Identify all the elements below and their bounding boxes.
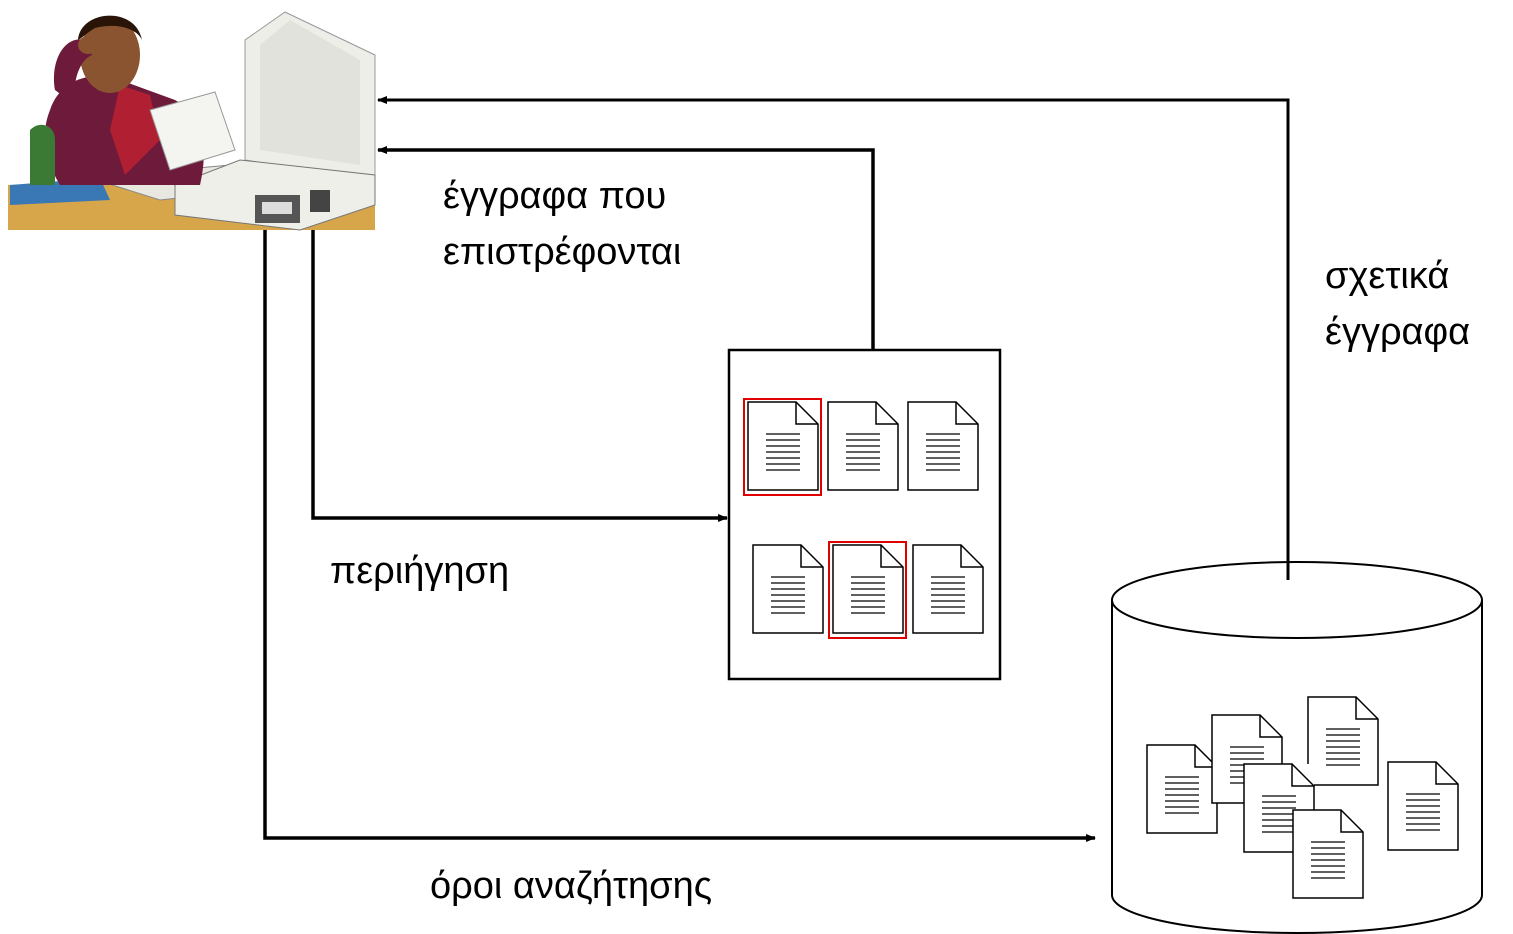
relevant-documents-arrow [377, 96, 1290, 580]
results-box [727, 348, 1002, 681]
highlight-box [743, 398, 822, 496]
returned-documents-label-line2: επιστρέφονται [443, 231, 681, 273]
document-icon [747, 401, 819, 491]
document-icon [907, 401, 979, 491]
highlight-box [828, 541, 907, 639]
search-terms-label: όροι αναζήτησης [430, 865, 712, 907]
database-cylinder-icon [1111, 561, 1483, 934]
document-icon [912, 544, 984, 634]
document-icon [1307, 696, 1379, 786]
relevant-documents-label-line2: έγγραφα [1325, 311, 1470, 353]
browsing-label: περιήγηση [330, 550, 509, 592]
user-at-computer-icon [8, 11, 376, 231]
search-terms-arrow [263, 230, 1096, 842]
document-icon [1146, 744, 1218, 834]
document-icon [832, 544, 904, 634]
document-icon [1292, 809, 1364, 899]
relevant-documents-label-line1: σχετικά [1325, 255, 1449, 297]
document-icon [752, 544, 824, 634]
document-icon [827, 401, 899, 491]
browsing-arrow [311, 230, 728, 522]
document-icon [1387, 761, 1459, 851]
returned-documents-label-line1: έγγραφα που [443, 175, 666, 217]
returned-documents-arrow [377, 146, 875, 350]
